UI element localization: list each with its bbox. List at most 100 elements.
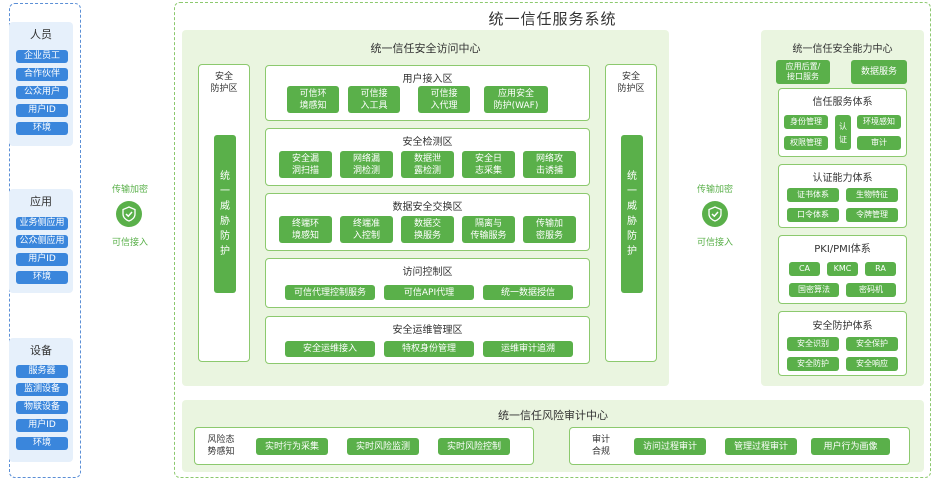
zone-item-label: 可信环 境感知 xyxy=(299,88,327,111)
bar-char: 统 xyxy=(220,171,230,182)
capability-center: 统一信任安全能力中心 应用后置/ 接口服务 数据服务 信任服务体系 身份管理 权… xyxy=(761,30,924,386)
security-protection-system: 安全防护体系 安全识别 安全保护 安全防护 安全响应 xyxy=(778,311,907,376)
trust-services-system: 信任服务体系 身份管理 权限管理 认 证 环境感知 审计 xyxy=(778,88,907,157)
pki-pmi-title: PKI/PMI体系 xyxy=(814,244,871,255)
zone-item[interactable]: 网络攻 击诱捕 xyxy=(523,151,576,178)
devices-item[interactable]: 服务器 xyxy=(16,365,68,378)
bar-char: 胁 xyxy=(627,216,637,227)
trust-item[interactable]: 审计 xyxy=(857,136,901,150)
people-title: 人员 xyxy=(30,28,52,41)
trust-auth-label: 认 证 xyxy=(839,121,847,144)
people-item[interactable]: 用户ID xyxy=(16,104,68,117)
security-detection-zone-title: 安全检测区 xyxy=(402,137,453,148)
people-item[interactable]: 公众用户 xyxy=(16,86,68,99)
people-item[interactable]: 企业员工 xyxy=(16,50,68,63)
auth-item[interactable]: 令牌管理 xyxy=(846,208,898,222)
audit-item[interactable]: 实时行为采集 xyxy=(256,438,328,455)
ops-management-zone: 安全运维管理区 安全运维接入 特权身份管理 运维审计追溯 xyxy=(265,316,590,364)
pki-item[interactable]: KMC xyxy=(827,262,858,276)
audit-item[interactable]: 访问过程审计 xyxy=(634,438,706,455)
auth-item[interactable]: 证书体系 xyxy=(787,188,839,202)
pki-item[interactable]: RA xyxy=(865,262,896,276)
zone-item[interactable]: 可信接 入工具 xyxy=(348,86,400,113)
zone-item[interactable]: 运维审计追溯 xyxy=(483,341,573,357)
pki-item[interactable]: 密码机 xyxy=(846,283,896,297)
main-title: 统一信任服务系统 xyxy=(488,10,617,28)
pki-item[interactable]: CA xyxy=(789,262,820,276)
right-connector-top-label: 传输加密 xyxy=(696,185,733,195)
zone-item[interactable]: 可信接 入代理 xyxy=(418,86,470,113)
bar-char: 防 xyxy=(220,231,230,242)
protect-item[interactable]: 安全识别 xyxy=(787,337,839,351)
protect-item[interactable]: 安全响应 xyxy=(846,357,898,371)
auth-item[interactable]: 口令体系 xyxy=(787,208,839,222)
zone-item[interactable]: 数据泄 露检测 xyxy=(401,151,454,178)
bar-char: 护 xyxy=(627,246,637,257)
left-threat-defense-bar[interactable]: 统 一 威 胁 防 护 xyxy=(214,135,236,293)
zone-item[interactable]: 终端准 入控制 xyxy=(340,216,393,243)
apps-item[interactable]: 环境 xyxy=(16,271,68,284)
protect-item[interactable]: 安全保护 xyxy=(846,337,898,351)
capability-top-item[interactable]: 应用后置/ 接口服务 xyxy=(776,60,830,84)
zone-item[interactable]: 可信环 境感知 xyxy=(287,86,339,113)
trust-item[interactable]: 身份管理 xyxy=(784,115,828,129)
protect-item[interactable]: 安全防护 xyxy=(787,357,839,371)
trust-item[interactable]: 权限管理 xyxy=(784,136,828,150)
devices-item[interactable]: 用户ID xyxy=(16,419,68,432)
zone-item[interactable]: 安全漏 洞扫描 xyxy=(279,151,332,178)
shield-check-icon xyxy=(116,201,142,227)
people-item[interactable]: 合作伙伴 xyxy=(16,68,68,81)
people-item[interactable]: 环境 xyxy=(16,122,68,135)
audit-center-title: 统一信任风险审计中心 xyxy=(498,409,608,422)
bar-char: 威 xyxy=(220,201,230,212)
capability-top-item[interactable]: 数据服务 xyxy=(851,60,907,84)
zone-item[interactable]: 网络漏 洞检测 xyxy=(340,151,393,178)
zone-item-label: 可信接 入代理 xyxy=(430,88,458,111)
zone-item[interactable]: 应用安全 防护(WAF) xyxy=(484,86,548,113)
auth-capability-system: 认证能力体系 证书体系 生物特征 口令体系 令牌管理 xyxy=(778,164,907,228)
trust-auth-item[interactable]: 认 证 xyxy=(835,115,851,150)
capability-center-title: 统一信任安全能力中心 xyxy=(792,44,893,55)
zone-item[interactable]: 安全日 志采集 xyxy=(462,151,515,178)
trust-item[interactable]: 环境感知 xyxy=(857,115,901,129)
zone-item[interactable]: 数据交 换服务 xyxy=(401,216,454,243)
audit-compliance-label-text: 审计 合规 xyxy=(591,435,610,457)
zone-item[interactable]: 终端环 境感知 xyxy=(279,216,332,243)
main-system-frame xyxy=(174,2,931,478)
right-protection-zone-label: 安全防护区 xyxy=(606,71,656,95)
zone-item-label: 网络攻 击诱捕 xyxy=(535,153,563,176)
bar-char: 护 xyxy=(220,246,230,257)
devices-item[interactable]: 环境 xyxy=(16,437,68,450)
audit-item[interactable]: 用户行为画像 xyxy=(811,438,890,455)
devices-item[interactable]: 监测设备 xyxy=(16,383,68,396)
apps-item[interactable]: 公众侧应用 xyxy=(16,235,68,248)
audit-item[interactable]: 实时风险控制 xyxy=(438,438,510,455)
risk-awareness-group: 风险态 势感知 实时行为采集 实时风险监测 实时风险控制 xyxy=(194,427,534,465)
access-center: 统一信任安全访问中心 安全防护区 统 一 威 胁 防 护 安全防护区 统 一 威… xyxy=(182,30,669,386)
pki-item[interactable]: 国密算法 xyxy=(789,283,839,297)
left-connector-bottom-label: 可信接入 xyxy=(111,238,148,248)
zone-item-label: 安全日 志采集 xyxy=(474,153,502,176)
apps-item[interactable]: 业务侧应用 xyxy=(16,217,68,230)
audit-item[interactable]: 实时风险监测 xyxy=(347,438,419,455)
zone-item[interactable]: 安全运维接入 xyxy=(285,341,375,357)
zone-item[interactable]: 可信代理控制服务 xyxy=(285,285,375,300)
security-protection-title: 安全防护体系 xyxy=(812,321,873,332)
auth-item[interactable]: 生物特征 xyxy=(846,188,898,202)
zone-item[interactable]: 可信API代理 xyxy=(384,285,474,300)
data-exchange-zone: 数据安全交换区 终端环 境感知 终端准 入控制 数据交 换服务 隔离与 传输服务… xyxy=(265,193,590,251)
zone-item[interactable]: 统一数据授信 xyxy=(483,285,573,300)
right-threat-defense-bar[interactable]: 统 一 威 胁 防 护 xyxy=(621,135,643,293)
bar-char: 统 xyxy=(627,171,637,182)
bar-char: 胁 xyxy=(220,216,230,227)
right-connector-bottom-label: 可信接入 xyxy=(696,238,733,248)
apps-item[interactable]: 用户ID xyxy=(16,253,68,266)
devices-item[interactable]: 物联设备 xyxy=(16,401,68,414)
zone-item[interactable]: 隔离与 传输服务 xyxy=(462,216,515,243)
left-protection-zone-label-line: 安全 xyxy=(214,72,233,82)
audit-item[interactable]: 管理过程审计 xyxy=(725,438,797,455)
zone-item[interactable]: 特权身份管理 xyxy=(384,341,474,357)
zone-item[interactable]: 传输加 密服务 xyxy=(523,216,576,243)
data-exchange-zone-title: 数据安全交换区 xyxy=(392,202,463,213)
bar-char: 威 xyxy=(627,201,637,212)
